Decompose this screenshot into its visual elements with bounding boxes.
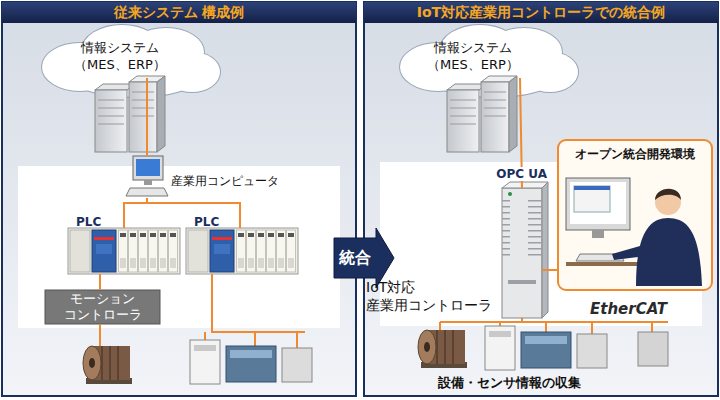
cloud-text: 情報システム（MES、ERP） [70,40,170,74]
motion-controller-box: モーション コントローラ [45,290,160,324]
panel-title: IoT対応産業用コントローラでの統合例 [364,2,718,23]
controller-node: IoT対応 産業用コントローラ [502,188,542,318]
connector [124,198,147,228]
computer-label: 産業用コンピュータ [171,173,279,190]
cloud-text: 情報システム（MES、ERP） [423,40,523,74]
callout-title: オープン統合開発環境 [558,147,712,162]
computer-node: 産業用コンピュータ [125,156,285,198]
edge-label: OPC UA [493,167,550,181]
integration-arrow: 統合 [334,238,376,278]
edge-label-holder: OPC UA [493,163,550,182]
controller-label: IoT対応 産業用コントローラ [366,278,498,314]
connector [542,269,558,271]
caption-label-holder: 設備・センサ情報の収集 [438,372,581,392]
box-text: モーション コントローラ [49,291,157,322]
plc-node: PLC [186,228,298,274]
plc-label: PLC [76,215,101,229]
connector [147,198,240,228]
callout-box: オープン統合開発環境 [558,140,712,290]
plc-label: PLC [194,215,219,229]
panel-title: 従来システム 構成例 [2,2,356,23]
caption-label: 設備・センサ情報の収集 [438,374,581,392]
panel: 従来システム 構成例情報システム（MES、ERP）産業用コンピュータPLCPLC… [2,2,356,396]
arrow-text: 統合 [339,248,371,269]
panel: IoT対応産業用コントローラでの統合例情報システム（MES、ERP） IoT対応 … [364,2,718,396]
bus-logo: EtherCAT [590,300,667,318]
connector [146,78,148,156]
cloud-node: 情報システム（MES、ERP） [60,36,180,78]
cloud-node: 情報システム（MES、ERP） [413,36,533,78]
connector [99,274,101,290]
bus-logo-holder: EtherCAT [590,299,667,318]
plc-node: PLC [68,228,180,274]
